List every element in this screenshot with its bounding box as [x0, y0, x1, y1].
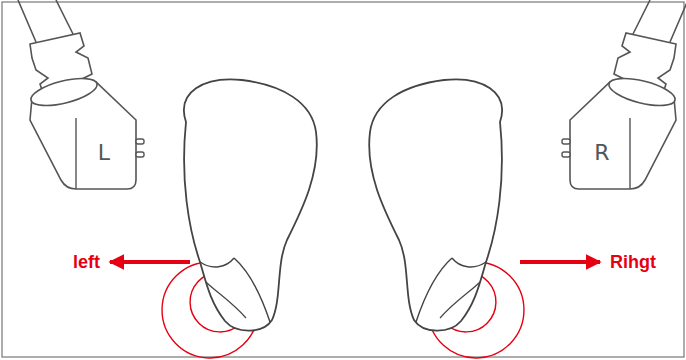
connector-face: R	[590, 138, 614, 168]
right-connector	[562, 0, 686, 189]
right-earpiece	[369, 79, 524, 358]
right-arrow	[520, 260, 600, 264]
left-connector	[18, 0, 144, 189]
connector-face: L	[94, 138, 115, 168]
direction-label: Rihgt	[610, 253, 656, 271]
direction-label: left	[73, 253, 100, 271]
side-letter: L	[98, 142, 110, 164]
left-earpiece	[162, 79, 317, 358]
side-letter: R	[594, 142, 609, 164]
left-arrow	[110, 260, 190, 264]
